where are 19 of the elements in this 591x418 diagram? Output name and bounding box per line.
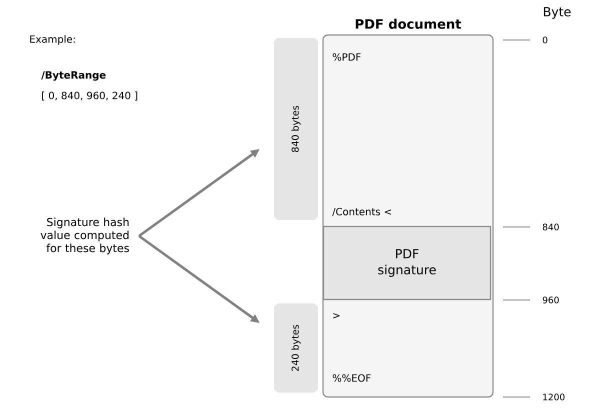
column-heading: Byte [544,7,571,19]
byterange-value: [ 0, 840, 960, 240 ] [42,92,138,100]
code-text: %%EOF [332,374,371,382]
byte-offset: 1200 [543,394,564,400]
byte-offset: 0 [542,36,548,44]
byte-range-tab [274,304,318,392]
byte-offset: 840 [542,224,559,230]
byte-count-label: 240 bytes [291,324,301,371]
example-label: Example: [30,35,75,45]
code-text: > [333,313,340,318]
byte-count-label: 840 bytes [291,106,301,152]
byterange-key: /ByteRange [41,71,106,81]
signature-box: PDF signature [322,226,492,300]
byte-offset: 960 [542,296,559,304]
code-text: %PDF [332,53,361,61]
byte-range-tab [274,38,318,220]
hash-note: Signature hash value computed for these bytes [40,218,129,254]
code-text: /Contents < [332,208,392,216]
node-label: PDF document [356,18,462,29]
